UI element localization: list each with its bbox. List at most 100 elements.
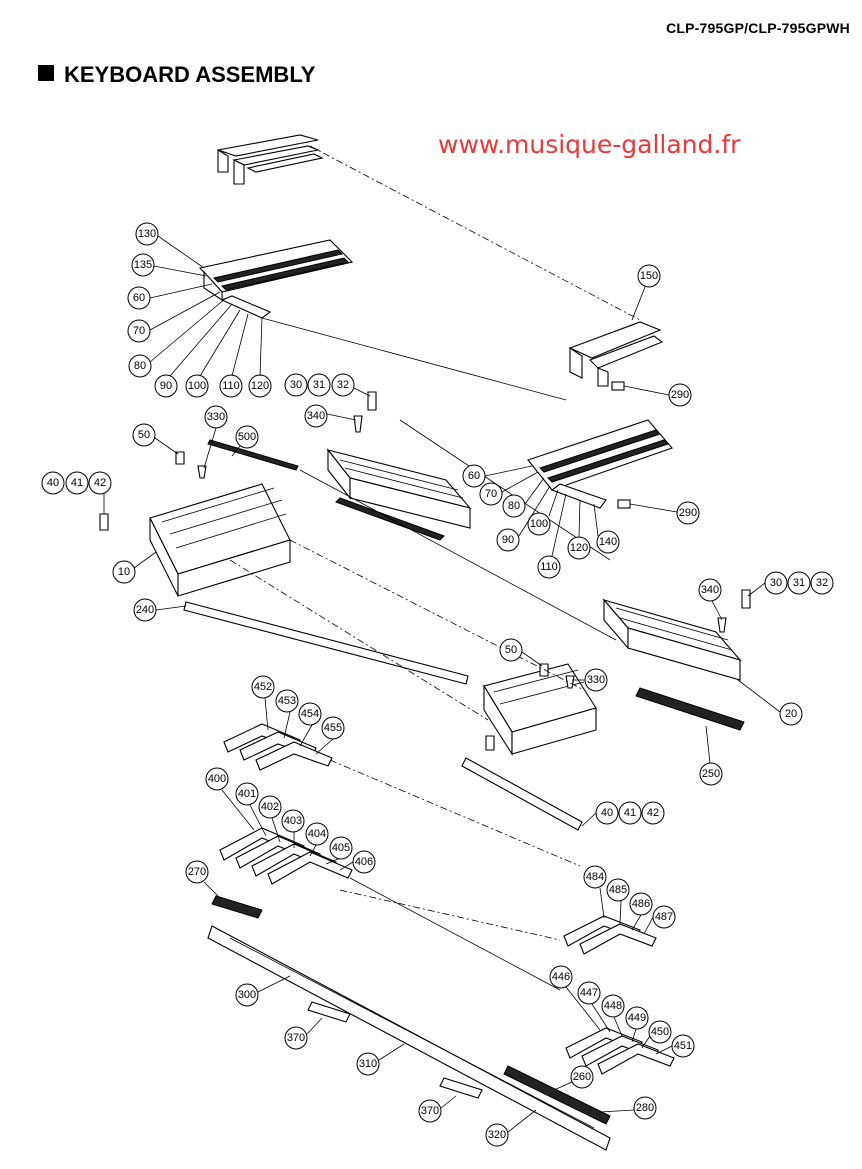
callout-340-lower: 340 bbox=[698, 578, 722, 602]
callout-50: 50 bbox=[132, 423, 156, 447]
screw-330-upper bbox=[197, 465, 207, 479]
callout-449: 449 bbox=[625, 1006, 649, 1030]
connection-lines bbox=[229, 145, 641, 991]
svg-text:320: 320 bbox=[488, 1129, 506, 1141]
svg-text:10: 10 bbox=[118, 566, 130, 578]
svg-text:90: 90 bbox=[502, 534, 514, 546]
callout-406: 406 bbox=[352, 850, 376, 874]
svg-text:41: 41 bbox=[624, 807, 636, 819]
svg-text:450: 450 bbox=[651, 1026, 669, 1038]
svg-text:310: 310 bbox=[359, 1058, 377, 1070]
callout-485: 485 bbox=[606, 878, 630, 902]
felt-270 bbox=[211, 895, 263, 919]
svg-text:447: 447 bbox=[580, 987, 598, 999]
svg-text:402: 402 bbox=[261, 801, 279, 813]
svg-text:32: 32 bbox=[816, 577, 828, 589]
callout-80-right: 80 bbox=[502, 494, 526, 518]
callout-100: 100 bbox=[185, 374, 209, 398]
bracket-50-upper bbox=[175, 451, 185, 465]
callout-80: 80 bbox=[128, 354, 152, 378]
svg-text:453: 453 bbox=[278, 695, 296, 707]
svg-text:240: 240 bbox=[136, 604, 154, 616]
clip-40-upper bbox=[99, 513, 109, 531]
svg-text:120: 120 bbox=[251, 380, 269, 392]
pad-370-lower bbox=[439, 1077, 483, 1099]
callout-50-lower: 50 bbox=[499, 638, 523, 662]
callout-135: 135 bbox=[131, 253, 155, 277]
svg-text:340: 340 bbox=[701, 584, 719, 596]
callout-40-lower: 40 bbox=[595, 801, 619, 825]
section-title: KEYBOARD ASSEMBLY bbox=[38, 62, 315, 88]
screw-30-upper bbox=[367, 391, 377, 411]
svg-text:110: 110 bbox=[540, 561, 558, 573]
svg-text:330: 330 bbox=[207, 411, 225, 423]
hammer-group-484 bbox=[563, 915, 657, 955]
svg-text:120: 120 bbox=[570, 542, 588, 554]
callout-42-lower: 42 bbox=[641, 801, 665, 825]
svg-text:454: 454 bbox=[301, 708, 319, 720]
callout-10: 10 bbox=[112, 560, 136, 584]
callout-270: 270 bbox=[185, 860, 209, 884]
svg-text:31: 31 bbox=[313, 379, 325, 391]
callout-448: 448 bbox=[601, 994, 625, 1018]
svg-text:80: 80 bbox=[134, 360, 146, 372]
callout-290-lower: 290 bbox=[676, 501, 700, 525]
callout-32-lower: 32 bbox=[810, 571, 834, 595]
frame-left-10 bbox=[149, 483, 291, 597]
callout-130: 130 bbox=[135, 222, 159, 246]
callout-370: 370 bbox=[284, 1026, 308, 1050]
frame-right-20 bbox=[602, 598, 742, 681]
svg-text:270: 270 bbox=[188, 866, 206, 878]
callout-330: 330 bbox=[204, 405, 228, 429]
svg-text:260: 260 bbox=[573, 1071, 591, 1083]
callout-487: 487 bbox=[652, 905, 676, 929]
model-number: CLP-795GP/CLP-795GPWH bbox=[666, 20, 850, 36]
svg-text:90: 90 bbox=[160, 380, 172, 392]
square-bullet-icon bbox=[38, 65, 54, 81]
callout-320: 320 bbox=[485, 1123, 509, 1147]
svg-text:70: 70 bbox=[485, 488, 497, 500]
svg-text:100: 100 bbox=[188, 380, 206, 392]
rail-500 bbox=[207, 439, 299, 471]
callout-401: 401 bbox=[235, 782, 259, 806]
screw-330-lower bbox=[565, 675, 575, 689]
callout-454: 454 bbox=[298, 702, 322, 726]
callout-340: 340 bbox=[304, 404, 328, 428]
svg-text:80: 80 bbox=[508, 500, 520, 512]
callout-455: 455 bbox=[321, 716, 345, 740]
svg-text:31: 31 bbox=[793, 577, 805, 589]
callout-110-right: 110 bbox=[537, 555, 561, 579]
svg-text:30: 30 bbox=[290, 379, 302, 391]
callout-290: 290 bbox=[668, 383, 692, 407]
svg-text:150: 150 bbox=[640, 270, 658, 282]
callout-486: 486 bbox=[629, 892, 653, 916]
svg-text:140: 140 bbox=[599, 536, 617, 548]
svg-text:406: 406 bbox=[355, 856, 373, 868]
svg-text:330: 330 bbox=[587, 674, 605, 686]
svg-text:340: 340 bbox=[307, 410, 325, 422]
frame-center bbox=[483, 663, 597, 756]
callout-40: 40 bbox=[41, 471, 65, 495]
callout-60-right: 60 bbox=[462, 464, 486, 488]
svg-text:42: 42 bbox=[647, 807, 659, 819]
callout-60: 60 bbox=[127, 286, 151, 310]
callout-370-lower: 370 bbox=[418, 1099, 442, 1123]
svg-text:40: 40 bbox=[601, 807, 613, 819]
callout-41: 41 bbox=[65, 471, 89, 495]
callout-453: 453 bbox=[275, 689, 299, 713]
callout-42: 42 bbox=[88, 471, 112, 495]
callout-250: 250 bbox=[699, 762, 723, 786]
callout-20: 20 bbox=[779, 702, 803, 726]
svg-text:40: 40 bbox=[47, 477, 59, 489]
callout-500: 500 bbox=[235, 425, 259, 449]
svg-text:50: 50 bbox=[505, 644, 517, 656]
hammer-group-452 bbox=[223, 723, 333, 771]
svg-text:41: 41 bbox=[71, 477, 83, 489]
callout-447: 447 bbox=[577, 981, 601, 1005]
rail-250 bbox=[635, 687, 745, 731]
callout-446: 446 bbox=[549, 965, 573, 989]
svg-text:42: 42 bbox=[94, 477, 106, 489]
screw-340-lower bbox=[717, 617, 727, 633]
callout-403: 403 bbox=[281, 809, 305, 833]
key-unit-upper-left bbox=[198, 239, 354, 319]
